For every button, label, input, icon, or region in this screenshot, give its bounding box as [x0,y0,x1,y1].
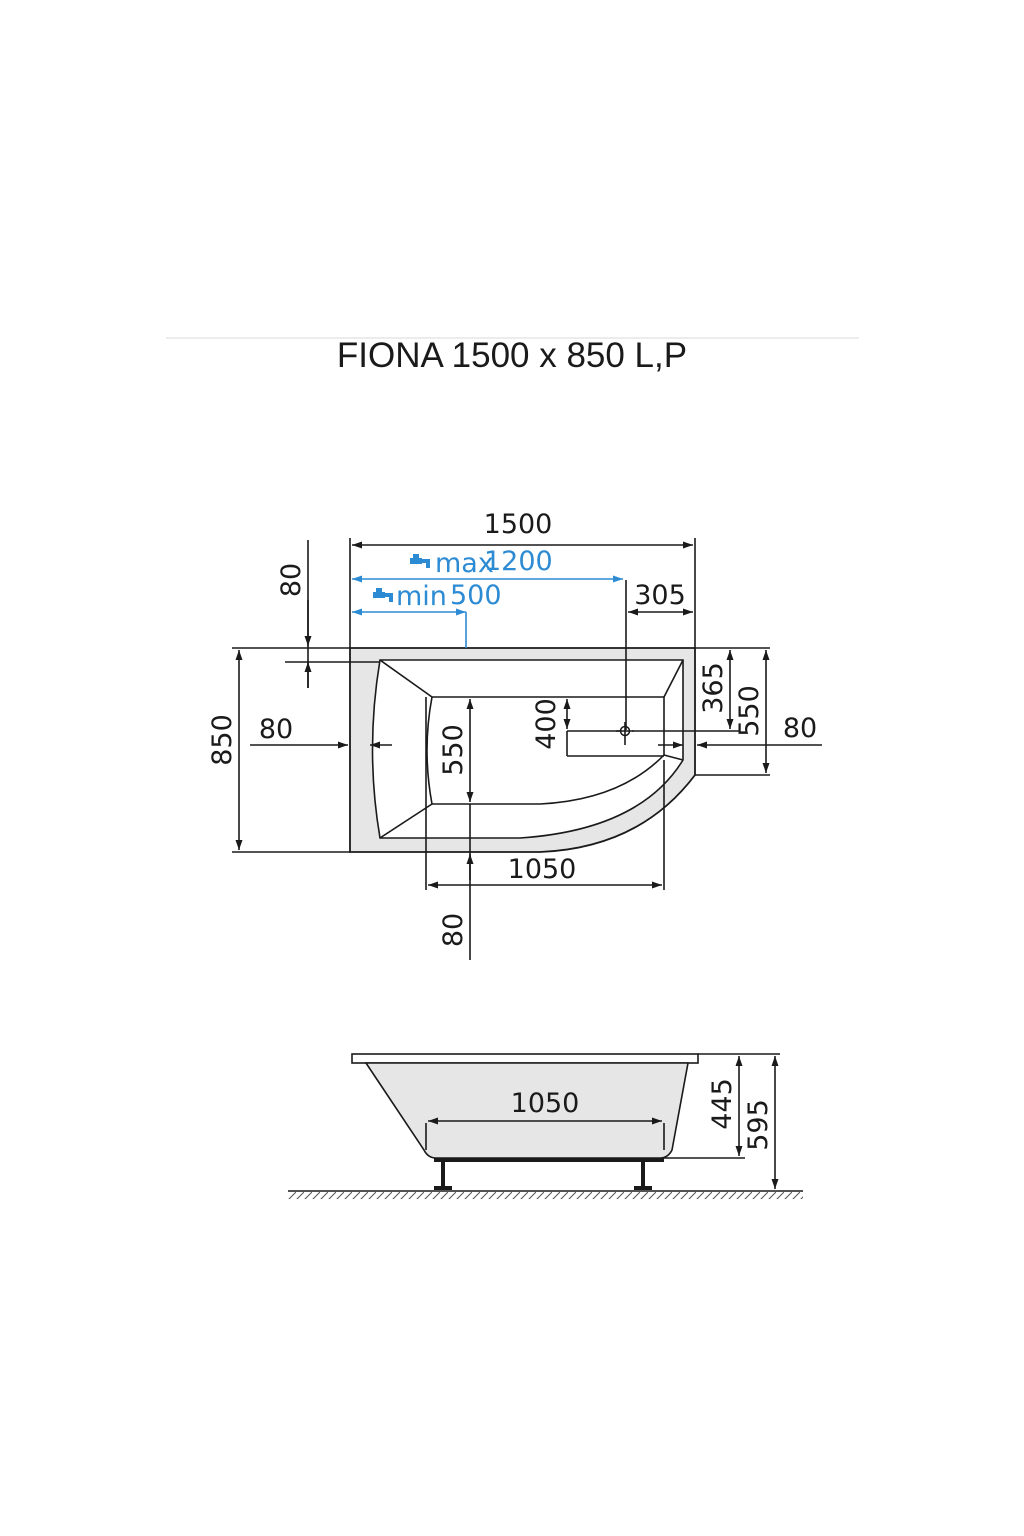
dim-inner-width: 550 [438,724,469,776]
dim-bottom-length: 1050 [508,854,577,885]
max-label: max [435,548,494,579]
tub-leg [434,1186,452,1190]
dim-drain-400: 400 [531,698,562,750]
tub-leg [634,1186,652,1190]
dim-rim-left: 80 [259,714,293,745]
faucet-icon [410,554,430,568]
page-title: FIONA 1500 x 850 L,P [336,336,688,375]
faucet-icon [373,588,393,602]
min-label: min [396,581,447,612]
tub-leg [641,1162,645,1188]
dim-height: 595 [743,1099,774,1151]
tub-inner-floor [426,696,665,805]
side-view: 1050 445 595 [288,1053,803,1199]
dim-right-550: 550 [734,685,765,737]
dim-min: 500 [450,580,502,611]
dim-depth: 445 [707,1078,738,1130]
dim-rim-bottom: 80 [438,913,469,947]
dim-rim-right: 80 [783,713,817,744]
top-view: 1500 max 1200 min 500 305 80 [207,509,822,960]
title-divider [166,337,859,339]
dim-max: 1200 [484,546,553,577]
dim-rim-top: 80 [276,563,307,597]
dim-width: 850 [207,714,238,766]
dim-length: 1500 [484,509,553,540]
floor-hatch [288,1192,803,1199]
dim-305: 305 [634,580,686,611]
dim-side-bottom: 1050 [511,1088,580,1119]
dim-drain-365: 365 [698,662,729,714]
tub-base [434,1158,664,1162]
tub-leg [441,1162,445,1188]
tub-side-rim [351,1053,699,1064]
